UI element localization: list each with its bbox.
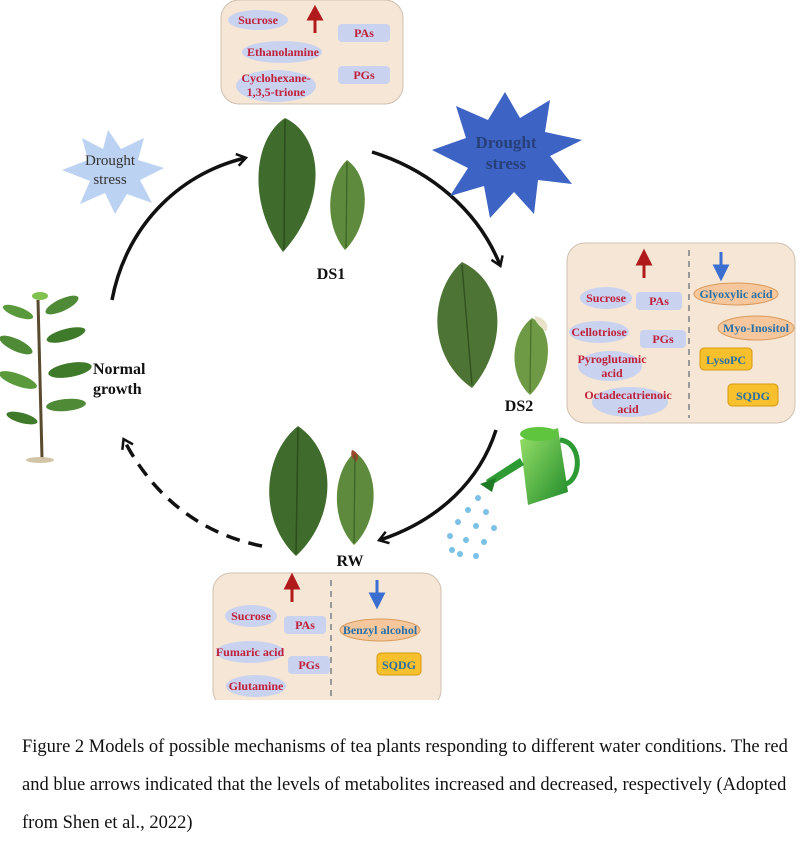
ds2-pas: PAs [649,294,669,308]
cycle-arrow-normal-to-ds1 [110,158,245,301]
drought-star-light-text-2: stress [93,172,126,188]
ds1-increased-cyclohexane-1: Cyclohexane- [241,71,310,85]
ds2-increased-octadecatrienoic-2: acid [617,402,639,416]
rw-pgs: PGs [298,658,320,672]
stage-label-rw: RW [337,553,364,570]
stage-label-normal-2: growth [93,381,142,398]
rw-metabolite-panel: Sucrose PAs Fumaric acid PGs Glutamine B… [212,572,442,700]
cycle-arrow-ds1-to-ds2 [371,150,500,265]
ds2-decreased-glyoxylic: Glyoxylic acid [700,287,773,301]
ds1-pas: PAs [354,26,374,40]
stage-label-ds2: DS2 [505,398,533,415]
ds2-decreased-sqdg: SQDG [736,389,770,403]
rw-down-arrow-icon [368,580,386,610]
drought-star-light: Drought stress [62,130,164,214]
ds1-metabolite-panel: Sucrose PAs Ethanolamine PGs Cyclohexane… [220,0,404,105]
rw-up-arrow-icon [283,572,301,602]
ds2-increased-cellotriose: Cellotriose [571,325,627,339]
rw-increased-glutamine: Glutamine [229,679,284,693]
ds1-increased-ethanolamine: Ethanolamine [247,45,320,59]
water-drops [447,495,497,559]
ds2-metabolite-panel: Sucrose PAs Cellotriose PGs Pyroglutamic… [566,242,796,424]
ds1-increased-cyclohexane-2: 1,3,5-trione [247,85,306,99]
stage-label-normal-1: Normal [93,361,146,378]
ds1-increased-sucrose: Sucrose [238,13,278,27]
mechanism-diagram: Drought stress Drought stress DS1 DS2 RW [0,0,796,700]
drought-star-light-text-1: Drought [85,153,136,169]
watering-can-icon [480,427,580,505]
rw-increased-fumaric: Fumaric acid [216,645,285,659]
ds2-increased-pyroglutamic-2: acid [601,366,623,380]
ds2-increased-sucrose: Sucrose [586,291,626,305]
drought-star-dark-text-2: stress [486,154,527,173]
cycle-arrow-rw-to-normal-dashed [124,440,263,548]
ds2-increased-pyroglutamic-1: Pyroglutamic [577,352,647,366]
ds2-increased-octadecatrienoic-1: Octadecatrienoic [584,388,672,402]
cycle-arrow-ds2-to-rw [380,429,498,540]
tea-seedling [0,292,92,463]
rw-increased-sucrose: Sucrose [231,609,271,623]
ds2-pgs: PGs [652,332,674,346]
ds2-decreased-myo-inositol: Myo-Inositol [723,321,790,335]
figure-caption: Figure 2 Models of possible mechanisms o… [22,737,788,833]
drought-star-dark: Drought stress [432,92,582,218]
rw-pas: PAs [295,618,315,632]
ds1-leaves [258,118,365,252]
rw-decreased-benzyl-alcohol: Benzyl alcohol [343,623,418,637]
ds2-down-arrow-icon [712,252,730,282]
drought-star-dark-text-1: Drought [475,133,536,152]
ds2-leaves [437,262,548,395]
rw-decreased-sqdg: SQDG [382,658,416,672]
ds1-up-arrow-icon [306,4,324,33]
rw-leaves [269,426,374,556]
ds2-up-arrow-icon [635,248,653,278]
ds1-pgs: PGs [353,68,375,82]
ds2-decreased-lysopc: LysoPC [706,353,746,367]
stage-label-ds1: DS1 [317,266,345,283]
